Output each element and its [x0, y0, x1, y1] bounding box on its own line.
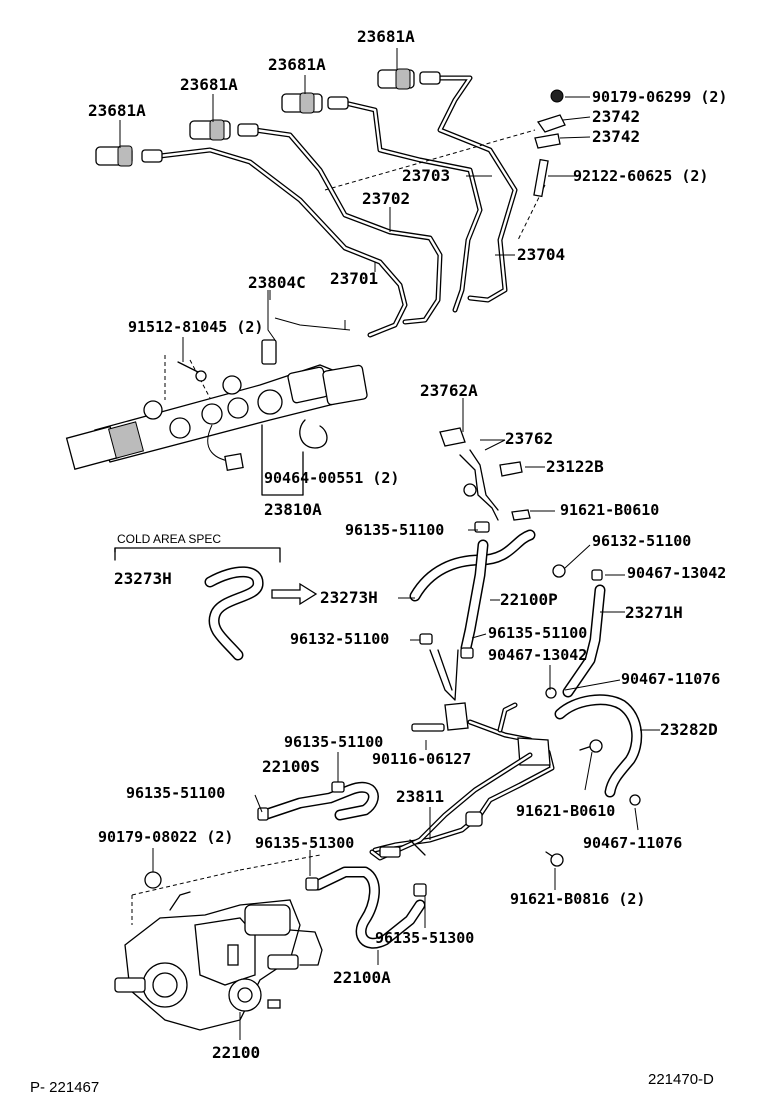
- bracket-23762: [439, 427, 531, 533]
- label-92122: 92122-60625 (2): [573, 167, 708, 185]
- label-23122b: 23122B: [546, 457, 604, 476]
- label-96135-left: 96135-51100: [126, 784, 225, 802]
- label-90464: 90464-00551 (2): [264, 469, 399, 487]
- label-96132-right: 96132-51100: [592, 532, 691, 550]
- nozzle-holder-1: [95, 145, 163, 167]
- label-96135-top: 96135-51100: [345, 521, 444, 539]
- label-96135-mid: 96135-51100: [488, 624, 587, 642]
- label-96135-51300-a: 96135-51300: [255, 834, 354, 852]
- nozzle-holder-2: [189, 119, 259, 141]
- label-23681a-2: 23681A: [180, 75, 238, 94]
- label-23742-b: 23742: [592, 127, 640, 146]
- label-96135-low: 96135-51100: [284, 733, 383, 751]
- label-90179-06299: 90179-06299 (2): [592, 88, 727, 106]
- label-90467-13042-mid: 90467-13042: [488, 646, 587, 664]
- nozzle-holder-3: [281, 92, 349, 114]
- leader-lines: [119, 48, 660, 1040]
- label-23271h: 23271H: [625, 603, 683, 622]
- footer-right-code: 221470-D: [648, 1071, 714, 1088]
- label-23273h-right: 23273H: [320, 588, 378, 607]
- arrow: [271, 582, 318, 606]
- label-23762: 23762: [505, 429, 553, 448]
- injection-pipes: [157, 75, 546, 338]
- stay-and-pipes: [369, 649, 603, 861]
- label-23810a: 23810A: [264, 500, 322, 519]
- label-90179-08022: 90179-08022 (2): [98, 828, 233, 846]
- label-91512: 91512-81045 (2): [128, 318, 263, 336]
- supply-pump: [114, 854, 323, 1031]
- label-91621-b0610-top: 91621-B0610: [560, 501, 659, 519]
- label-90467-11076-top: 90467-11076: [621, 670, 720, 688]
- footer-left-code: P- 221467: [30, 1079, 99, 1096]
- label-22100p: 22100P: [500, 590, 558, 609]
- hose-23282d: [554, 694, 643, 806]
- label-90467-11076-low: 90467-11076: [583, 834, 682, 852]
- hose-22100a: [305, 851, 564, 949]
- label-23681a-mid: 23681A: [268, 55, 326, 74]
- label-23681a-left: 23681A: [88, 101, 146, 120]
- label-22100a: 22100A: [333, 968, 391, 987]
- cold-area-hose: [204, 566, 264, 661]
- pipe-clamp-parts: [533, 89, 566, 198]
- label-22100s: 22100S: [262, 757, 320, 776]
- label-23702: 23702: [362, 189, 410, 208]
- label-23703: 23703: [402, 166, 450, 185]
- label-23762a: 23762A: [420, 381, 478, 400]
- label-23701: 23701: [330, 269, 378, 288]
- label-23273h-left: 23273H: [114, 569, 172, 588]
- cold-area-bracket: [114, 547, 281, 563]
- part-labels: 23681A 23681A 23681A 23681A 90179-06299 …: [88, 27, 727, 1062]
- label-23681a-top: 23681A: [357, 27, 415, 46]
- label-22100: 22100: [212, 1043, 260, 1062]
- label-96132-left: 96132-51100: [290, 630, 389, 648]
- label-cold-area: COLD AREA SPEC: [117, 532, 221, 546]
- label-23804c: 23804C: [248, 273, 306, 292]
- label-23704: 23704: [517, 245, 565, 264]
- label-91621-b0610-low: 91621-B0610: [516, 802, 615, 820]
- label-96135-51300-b: 96135-51300: [375, 929, 474, 947]
- label-23811: 23811: [396, 787, 444, 806]
- common-rail: [65, 355, 368, 496]
- label-90116: 90116-06127: [372, 750, 471, 768]
- hoses-middle: [409, 529, 606, 699]
- hose-22100s: [257, 781, 379, 821]
- label-91621-b0816: 91621-B0816 (2): [510, 890, 645, 908]
- label-23282d: 23282D: [660, 720, 718, 739]
- label-90467-13042-right: 90467-13042: [627, 564, 726, 582]
- pressure-sensor-wire: [261, 290, 351, 365]
- label-23742-a: 23742: [592, 107, 640, 126]
- nozzle-holder-4: [377, 68, 441, 90]
